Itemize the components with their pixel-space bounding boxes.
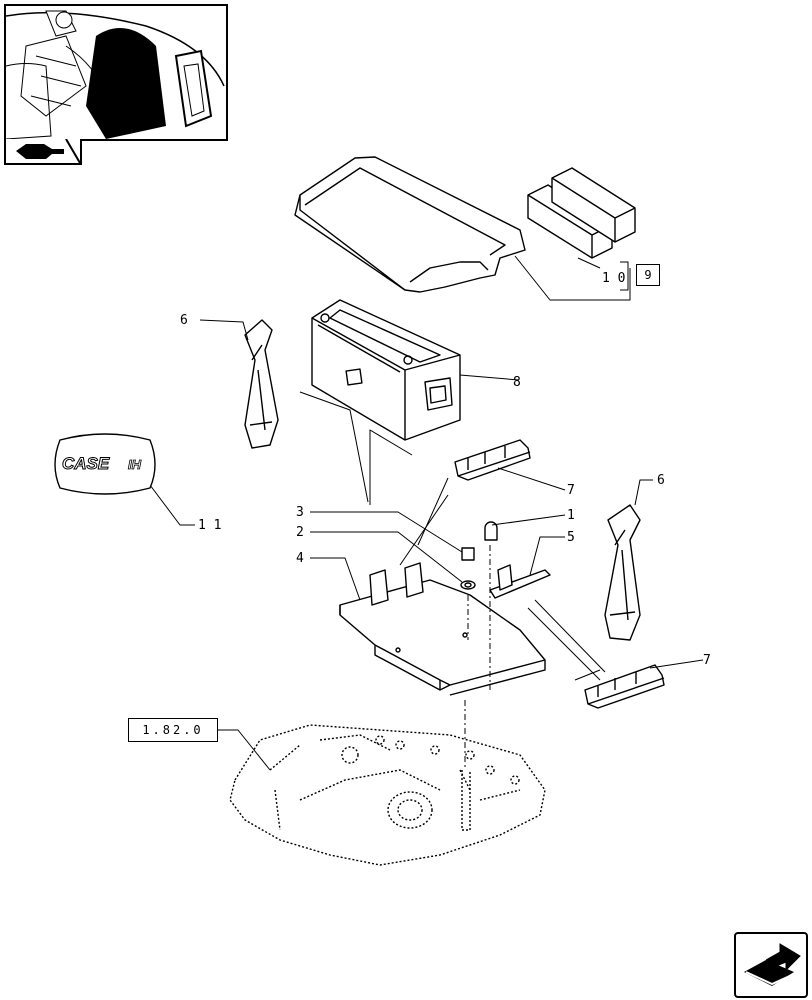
callout-2: 2 xyxy=(296,525,304,540)
callout-10: 1 0 xyxy=(602,271,625,286)
strap-left xyxy=(244,319,279,449)
next-page-arrow-icon xyxy=(744,943,801,986)
foam-blocks xyxy=(527,167,636,259)
thumbnail-drawing xyxy=(6,10,225,139)
bolt-and-washers xyxy=(460,521,498,590)
clamp-bar-upper xyxy=(454,439,531,481)
callout-7-lower: 7 xyxy=(703,653,711,668)
strap-right xyxy=(604,504,641,641)
callout-5: 5 xyxy=(567,530,575,545)
logo-suffix: IH xyxy=(128,457,142,472)
callout-1: 1 xyxy=(567,508,575,523)
logo-text: CASE xyxy=(62,454,110,473)
assembly-lines xyxy=(464,545,491,770)
next-page-button[interactable] xyxy=(734,932,808,998)
callout-6-left: 6 xyxy=(180,313,188,328)
overview-thumbnail xyxy=(4,4,228,141)
thumbnail-tab[interactable] xyxy=(4,138,82,165)
leader-lines xyxy=(149,255,704,771)
case-ih-logo: CASE IH xyxy=(62,454,143,474)
reference-box-9[interactable]: 9 xyxy=(636,264,660,286)
clamp-bar-lower xyxy=(584,664,665,709)
hand-pointer-icon xyxy=(16,138,81,164)
callout-11: 1 1 xyxy=(198,518,221,533)
battery-cover xyxy=(294,156,526,293)
reference-box-1820[interactable]: 1.82.0 xyxy=(128,718,218,742)
logo-badge-outline xyxy=(54,433,156,495)
transmission-housing xyxy=(229,724,546,866)
support-bracket xyxy=(489,564,551,599)
callout-3: 3 xyxy=(296,505,304,520)
callout-8: 8 xyxy=(513,375,521,390)
callout-6-right: 6 xyxy=(657,473,665,488)
callout-4: 4 xyxy=(296,551,304,566)
battery-tray xyxy=(339,562,546,696)
battery xyxy=(311,299,461,441)
callout-7-upper: 7 xyxy=(567,483,575,498)
